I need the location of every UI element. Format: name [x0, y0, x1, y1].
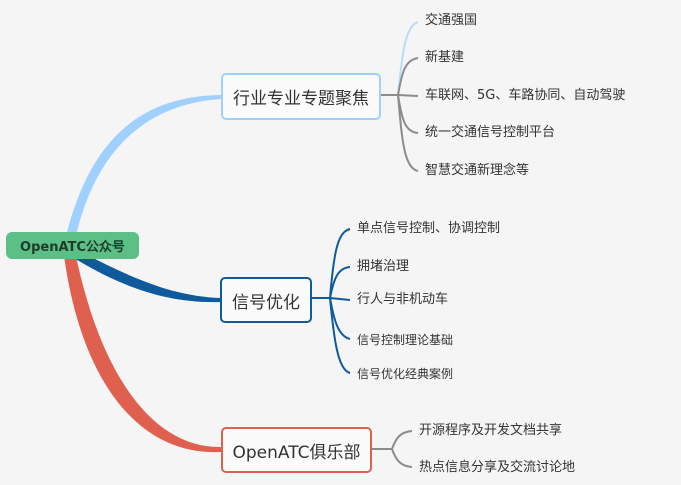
leaf-signal-4: 信号控制理论基础: [357, 333, 454, 347]
leaf-industry-3: 车联网、5G、车路协同、自动驾驶: [425, 88, 626, 103]
root-node: OpenATC公众号: [6, 232, 139, 259]
leaf-club-1: 开源程序及开发文档共享: [419, 423, 563, 438]
leaf-signal-1: 单点信号控制、协调控制: [357, 221, 501, 236]
leaf-industry-1: 交通强国: [425, 13, 478, 28]
connector-root-club: [64, 256, 221, 453]
signal-leaf-connectors: [312, 228, 351, 374]
leaf-industry-5: 智慧交通新理念等: [425, 163, 530, 178]
branch-node-industry: 行业专业专题聚焦: [221, 73, 381, 120]
branch-label-signal: 信号优化: [232, 292, 300, 313]
leaf-industry-2: 新基建: [425, 50, 465, 65]
branch-node-signal: 信号优化: [220, 277, 312, 323]
leaf-industry-4: 统一交通信号控制平台: [425, 125, 556, 140]
leaf-signal-3: 行人与非机动车: [357, 292, 449, 307]
branch-label-club: OpenATC俱乐部: [232, 442, 361, 463]
branch-node-club: OpenATC俱乐部: [221, 427, 372, 473]
club-leaf-connectors: [372, 430, 413, 468]
root-label: OpenATC公众号: [20, 240, 125, 255]
leaf-signal-2: 拥堵治理: [357, 259, 410, 274]
leaf-signal-5: 信号优化经典案例: [357, 367, 454, 381]
branch-label-industry: 行业专业专题聚焦: [233, 89, 369, 109]
connector-root-industry: [66, 95, 221, 236]
leaf-club-2: 热点信息分享及交流讨论地: [419, 460, 576, 475]
industry-leaf-connectors: [380, 21, 419, 172]
connector-root-signal: [64, 244, 221, 303]
